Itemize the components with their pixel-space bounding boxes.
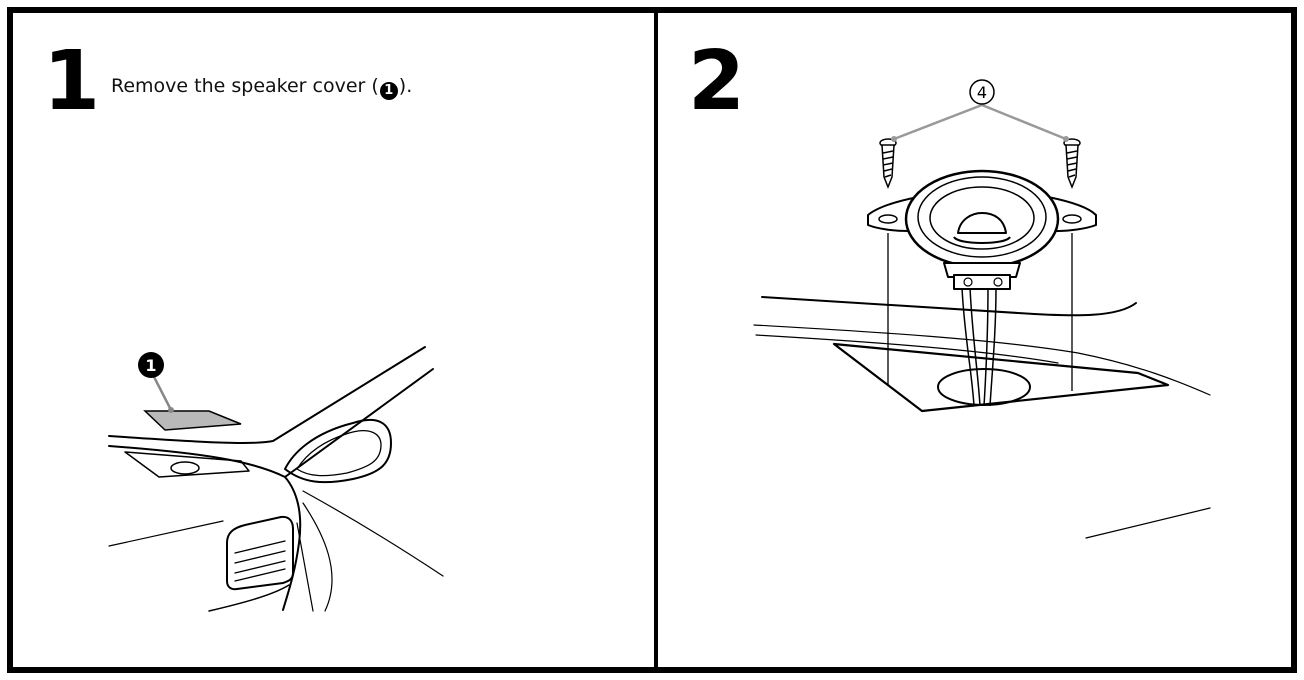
side-mirror [284,418,392,484]
negative-terminal-icon [993,277,1003,287]
air-vent [226,515,294,591]
speaker-cover-callout-inline: 1 [379,82,398,100]
step-1-number: 1 [43,34,100,129]
callout-4-label: 4 [977,83,987,102]
step-1-instruction-text: Remove the speaker cover ( [111,75,379,97]
dash-lower-curve [208,584,290,612]
speaker-mount-illustration: 4 [753,79,1211,539]
vent-slats [234,540,286,582]
mounting-opening [832,342,1170,413]
dashboard-illustration: 1 [108,346,444,612]
door-line-1 [302,490,444,577]
dash-side-curve [282,476,302,611]
callout-4-leader-left [893,103,983,141]
dash-line-2 [755,334,1059,364]
positive-terminal-icon [963,277,973,287]
dashboard-top-edge [108,346,426,445]
speaker-unit [867,169,1097,290]
screw-right [1063,138,1081,190]
door-line-3 [296,522,314,612]
right-screw-slot [1062,214,1082,224]
step-2-number: 2 [688,34,745,129]
callout-1-badge [138,352,164,378]
wire-2-a [983,286,989,407]
dash-line [108,520,224,547]
callout-1-dot [168,407,174,413]
callout-4-dot-right [1063,136,1069,142]
screw-left [879,138,897,190]
speaker-magnet [943,262,1021,278]
dash-top-line [761,296,1137,317]
step-1-panel: 1 Remove the speaker cover (1). [13,13,654,667]
callout-1-label: 1 [145,356,156,375]
speaker-slot [124,451,250,478]
mirror-glass [296,430,382,477]
callout-4-leader-right [981,103,1067,141]
dash-line-1 [753,324,1211,396]
callout-4-dot-left [891,136,897,142]
step-2-panel: 2 [658,13,1291,667]
tweeter-base [953,236,1011,244]
step-1-instruction-end: ). [398,75,413,97]
wire-1-b [969,286,981,407]
panel-divider [654,13,658,667]
speaker-tweeter [957,212,1007,234]
instruction-figure: 1 Remove the speaker cover (1). [7,7,1297,673]
callout-4-badge [969,79,995,105]
speaker-cover [143,410,242,431]
speaker-hole [170,461,200,475]
dash-lower-line [1085,507,1211,539]
step-1-instruction: Remove the speaker cover (1). [111,75,412,100]
wire-1-a [961,286,975,407]
door-line-2 [302,502,333,612]
left-screw-slot [878,214,898,224]
wire-2-b [989,286,997,407]
